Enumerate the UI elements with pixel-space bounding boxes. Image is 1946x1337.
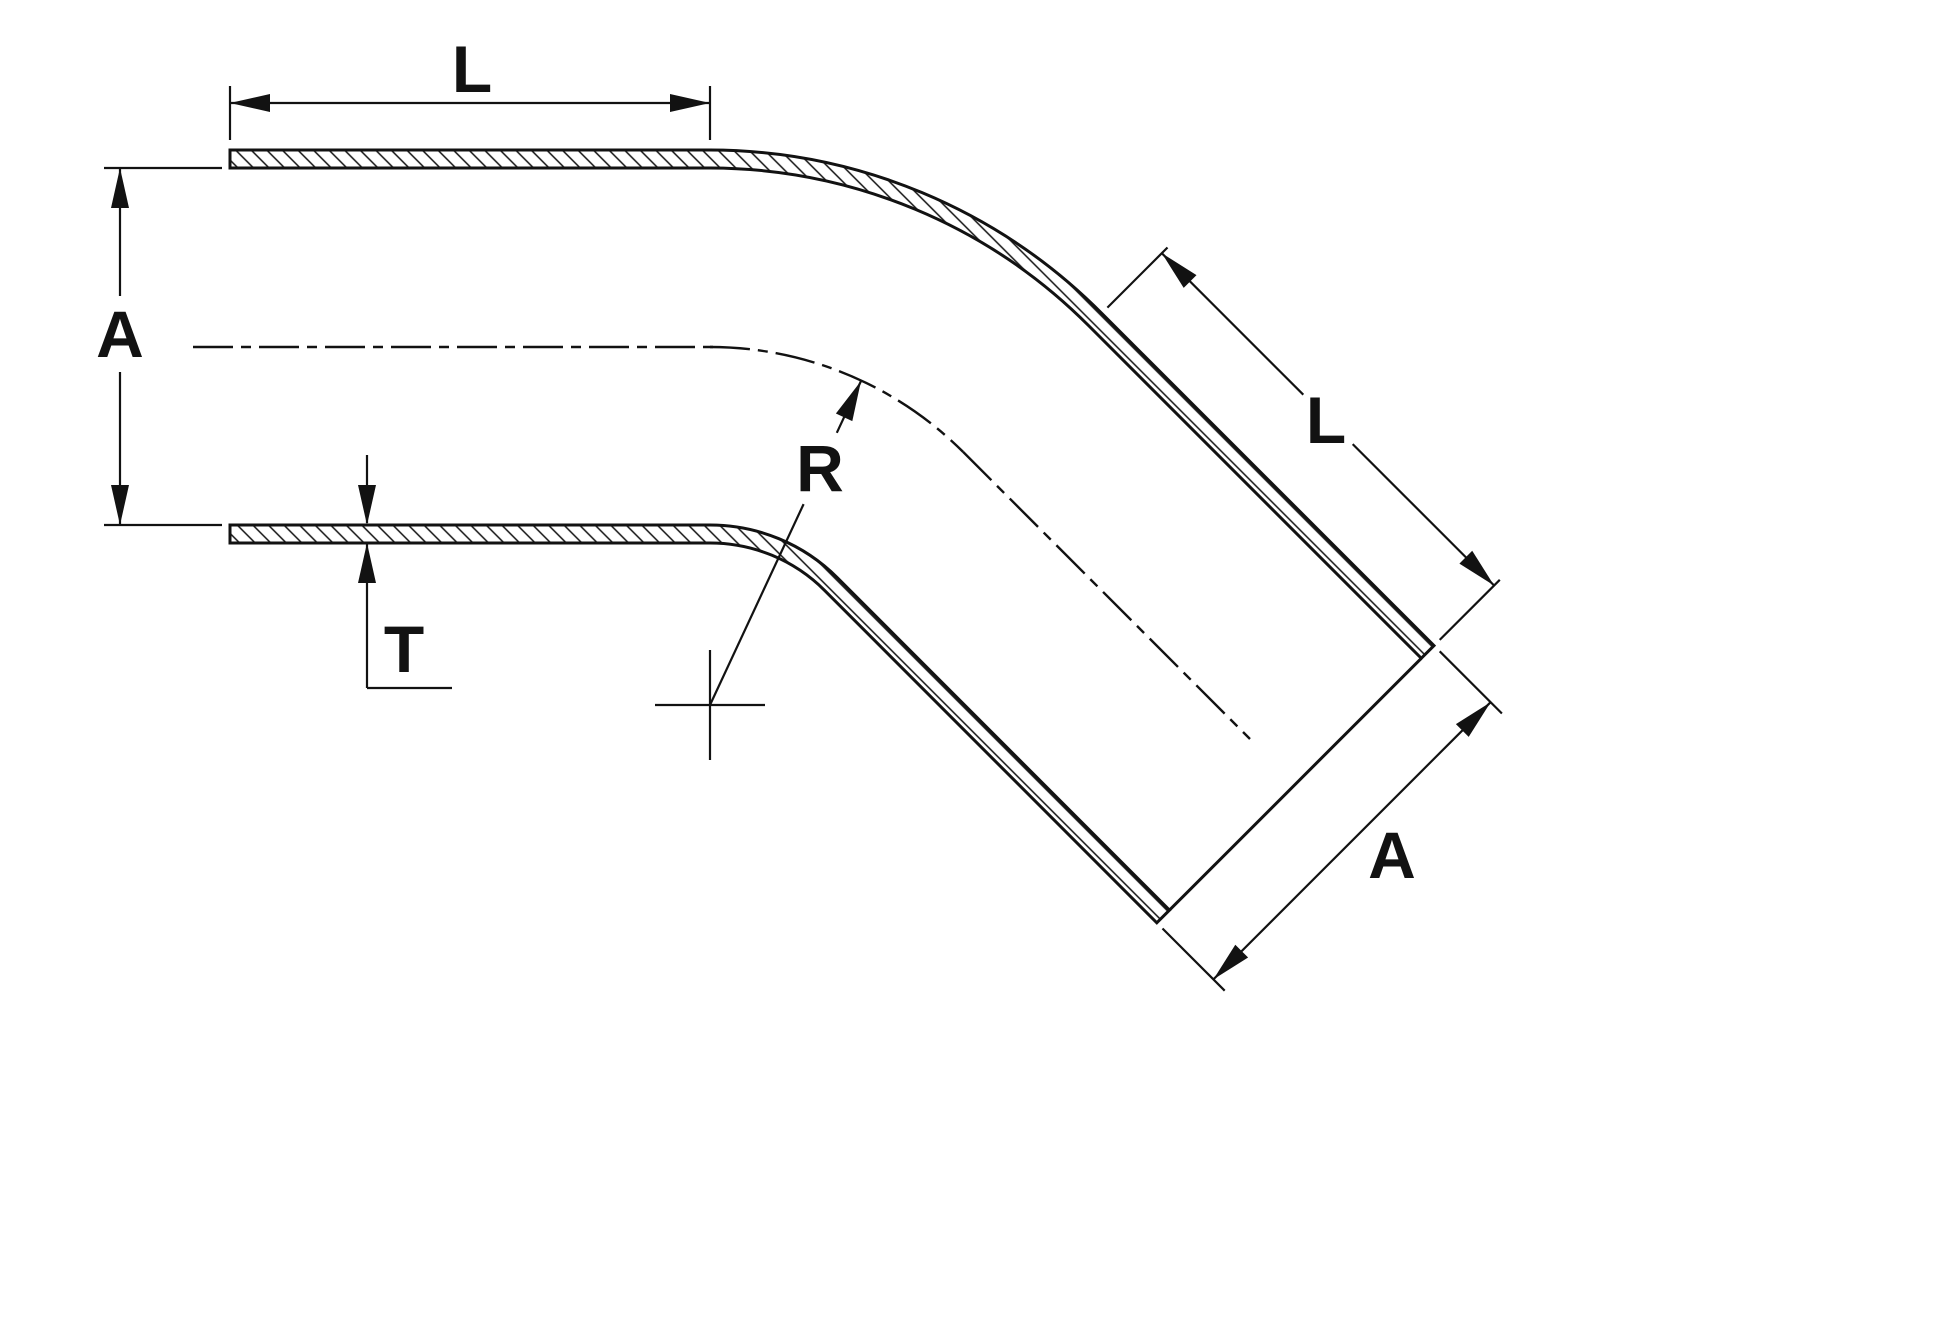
arrowhead-up — [358, 543, 376, 583]
label-diagonal-length: L — [1306, 383, 1346, 457]
arrowhead-down — [111, 485, 129, 525]
centerline-bend-arc — [709, 345, 964, 453]
tube-bottom-wall — [228, 523, 1172, 925]
label-bend-radius: R — [796, 431, 844, 505]
label-top-length: L — [452, 32, 492, 106]
label-diagonal-diameter: A — [1368, 818, 1416, 892]
centerlines — [193, 345, 1251, 740]
tube-top-wall — [228, 148, 1437, 661]
dimension-left-diameter: A — [96, 166, 222, 527]
arrowhead-radius — [835, 381, 861, 422]
extension-line — [1161, 927, 1226, 992]
extension-line — [1106, 246, 1169, 309]
arrowhead-upper-left — [1161, 253, 1197, 288]
arrowhead-upper-right — [1455, 702, 1491, 737]
extension-line — [1438, 650, 1503, 715]
arrowhead-down — [358, 485, 376, 525]
radius-line — [709, 503, 805, 706]
centerline-diagonal — [962, 451, 1251, 740]
dimension-bend-radius: R — [655, 380, 862, 760]
dimension-line — [1212, 701, 1492, 981]
extension-line — [1438, 579, 1501, 641]
elbow-tube — [228, 148, 1437, 925]
arrowhead-lower-left — [1213, 944, 1249, 980]
label-wall-thickness: T — [384, 612, 424, 686]
dimension-diagonal-diameter: A — [1161, 650, 1503, 992]
arrowhead-right — [670, 94, 710, 112]
dimension-diagonal-length: L — [1106, 246, 1501, 641]
arrowhead-lower-right — [1459, 550, 1495, 586]
arrowhead-up — [111, 168, 129, 208]
tube-end-face-line — [1168, 657, 1423, 912]
dimension-top-length: L — [228, 32, 712, 140]
label-left-diameter: A — [96, 297, 144, 371]
arrowhead-left — [230, 94, 270, 112]
dimension-wall-thickness: T — [358, 455, 452, 690]
